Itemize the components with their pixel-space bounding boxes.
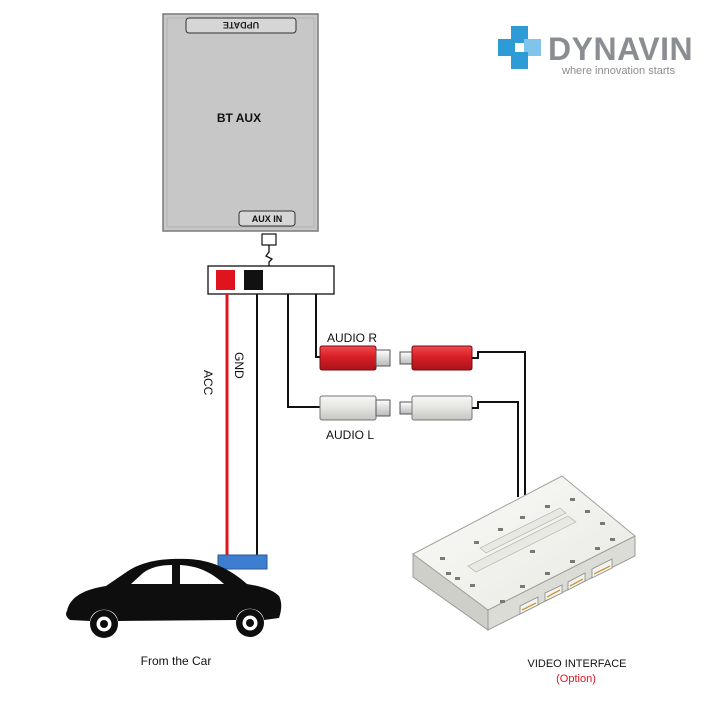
update-label: UPDATE — [223, 20, 259, 30]
bt-aux-module: UPDATE BT AUX AUX IN — [162, 13, 319, 232]
dynavin-logo: DYNAVIN where innovation starts — [498, 26, 693, 77]
gnd-label: GND — [232, 352, 246, 379]
brand-name: DYNAVIN — [548, 31, 693, 67]
brand-tagline: where innovation starts — [561, 65, 676, 77]
car-connector — [217, 554, 268, 570]
car-label: From the Car — [141, 654, 212, 668]
video-interface-option: (Option) — [556, 673, 596, 685]
video-interface-box-icon — [412, 475, 636, 631]
aux-plug — [261, 233, 277, 266]
audio-r-label: AUDIO R — [327, 331, 377, 345]
acc-label: ACC — [201, 370, 215, 396]
rca-audio-left: AUDIO L — [319, 395, 519, 497]
audio-l-label: AUDIO L — [326, 428, 374, 442]
harness-connector — [207, 265, 335, 295]
module-title: BT AUX — [217, 111, 261, 125]
car-icon — [66, 558, 282, 638]
rca-audio-right: AUDIO R — [319, 331, 526, 495]
audio-wires — [287, 294, 320, 408]
power-wires: ACC GND — [201, 294, 268, 570]
dynavin-logo-icon — [498, 26, 541, 69]
video-interface-label: VIDEO INTERFACE — [527, 658, 626, 670]
aux-in-label: AUX IN — [252, 214, 283, 224]
